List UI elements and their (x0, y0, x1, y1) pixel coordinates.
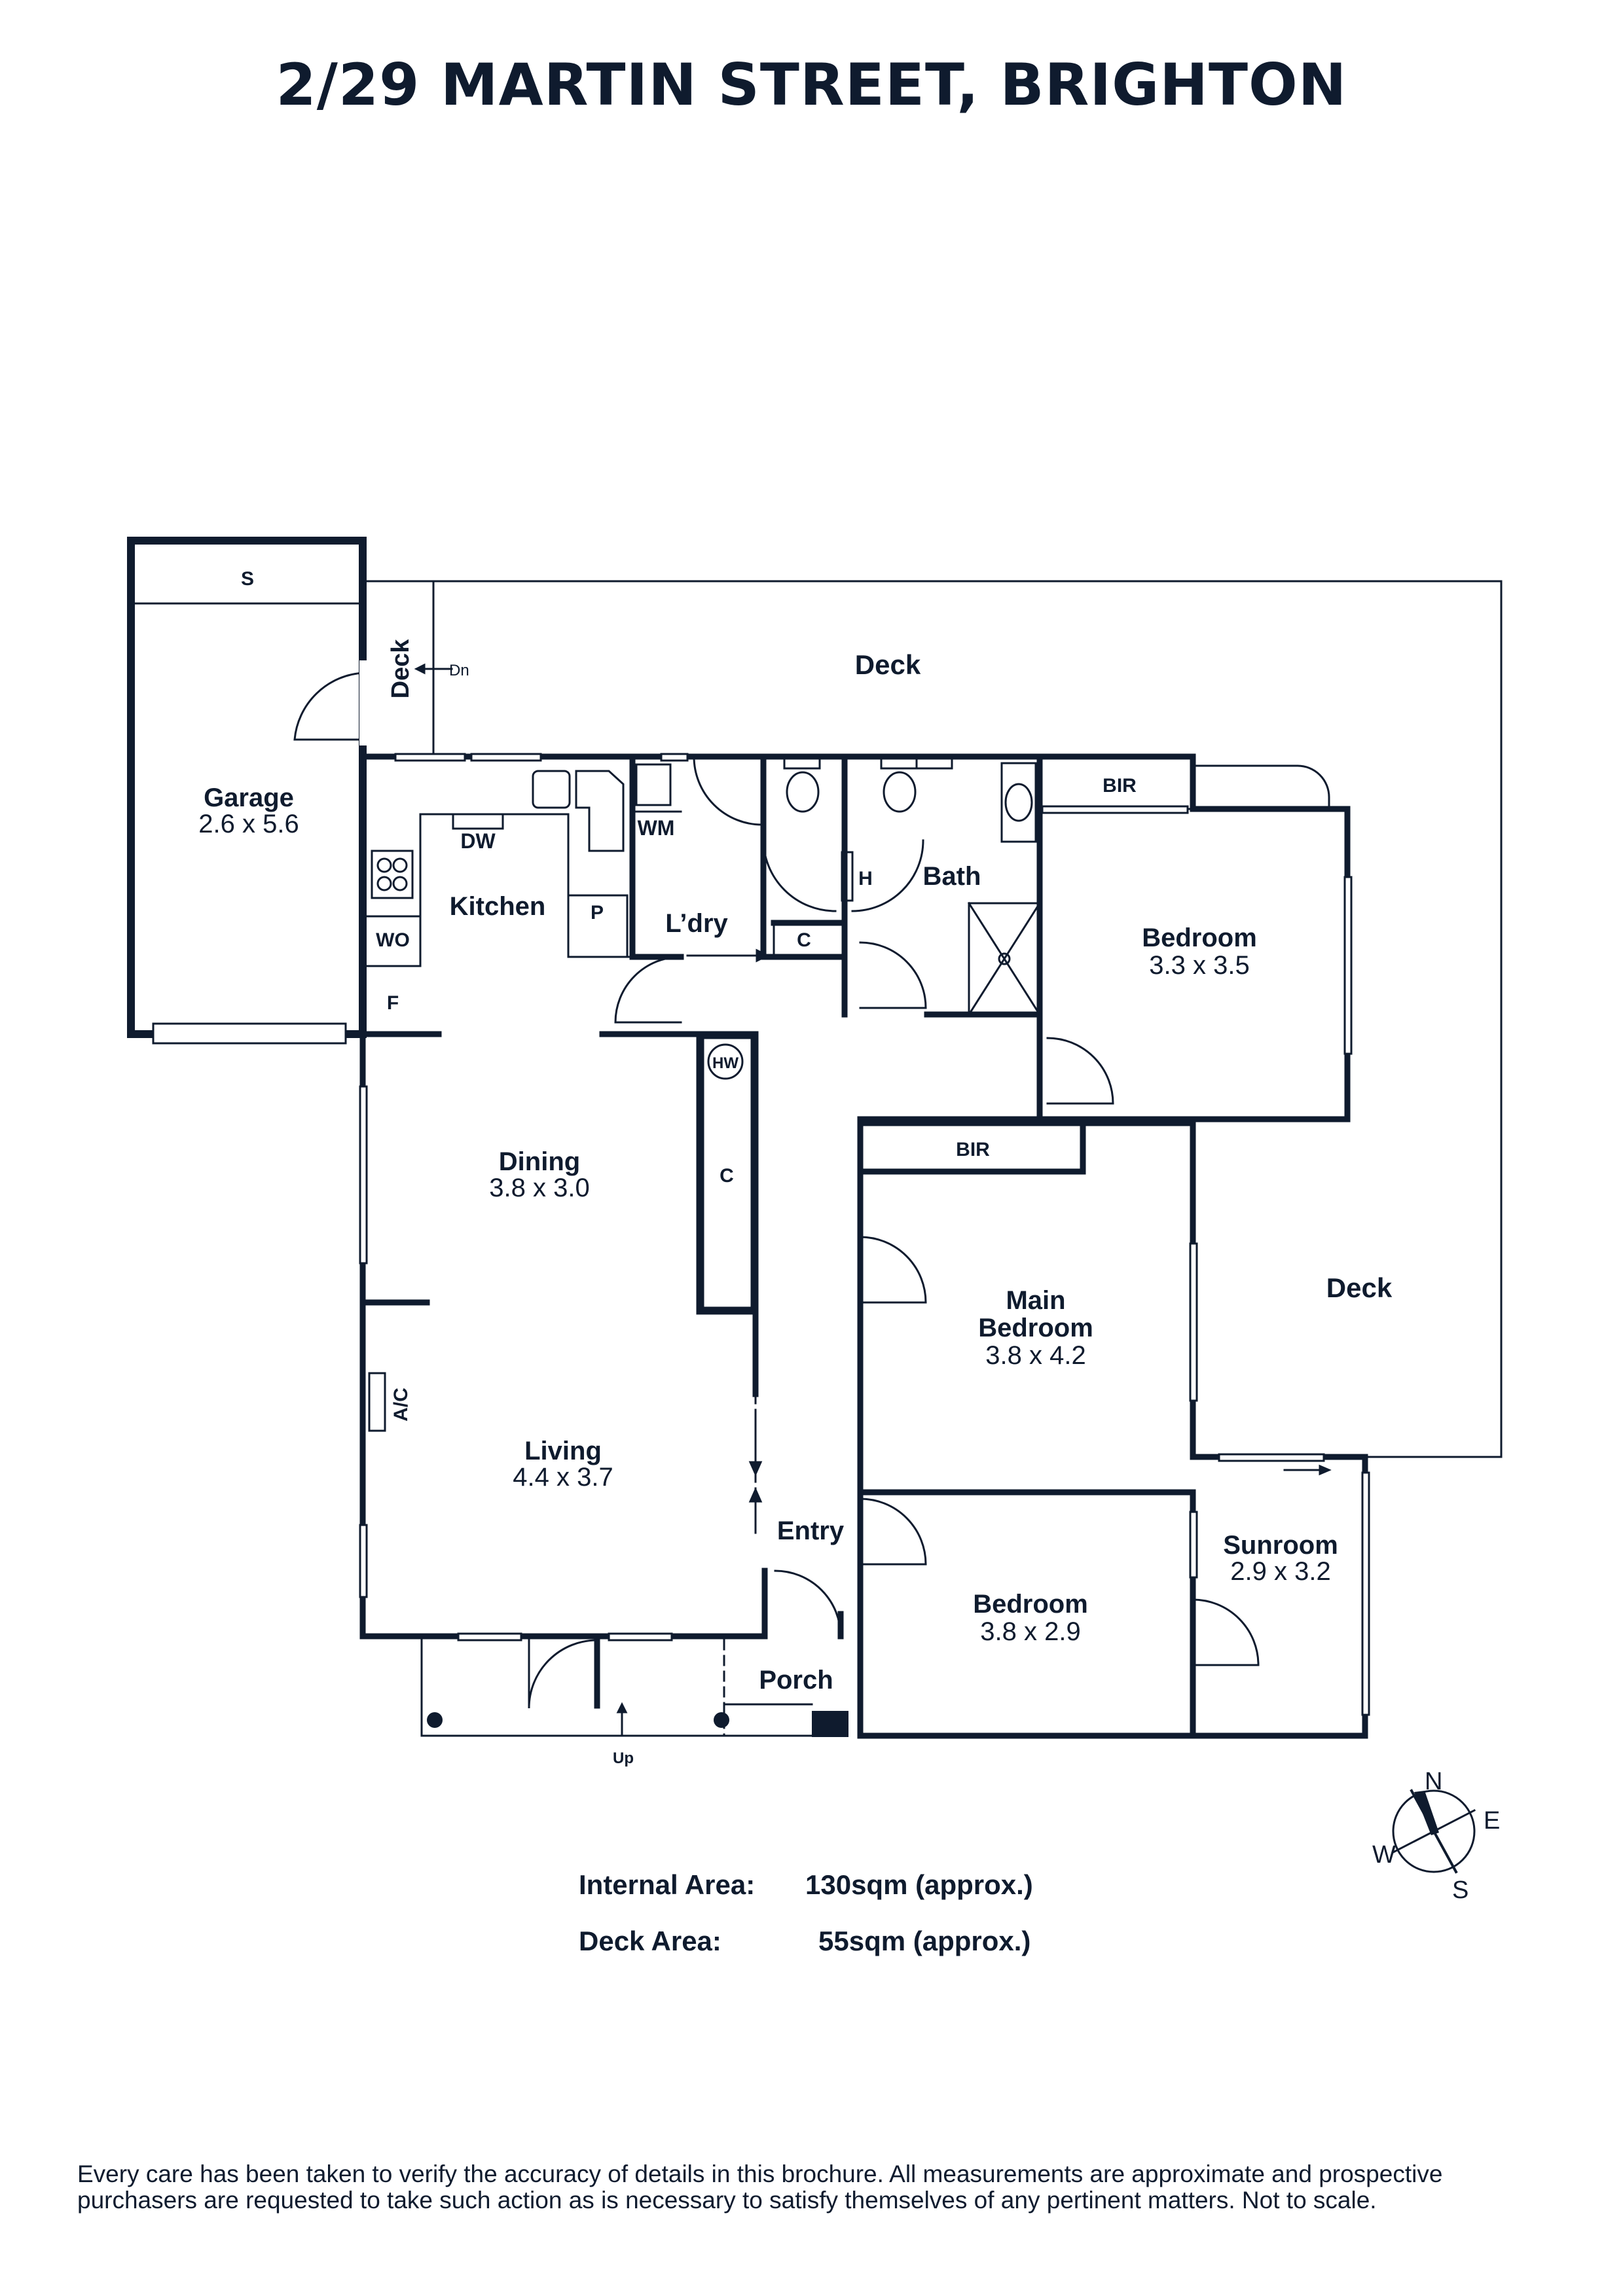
bedroom1-label: Bedroom (1142, 924, 1257, 952)
hot-water-label: HW (712, 1054, 739, 1072)
bath-fittings (773, 755, 1042, 1016)
down-label: Dn (449, 662, 469, 679)
compass-w: W (1372, 1841, 1396, 1869)
garage-dims: 2.6 x 5.6 (198, 810, 299, 838)
aircon-label: A/C (390, 1388, 412, 1422)
deck-right-label: Deck (1326, 1272, 1393, 1303)
bedroom2-dims: 3.8 x 2.9 (980, 1617, 1080, 1646)
dining-dims: 3.8 x 3.0 (489, 1174, 589, 1202)
porch-label: Porch (759, 1666, 833, 1695)
porch-column-left (427, 1712, 443, 1728)
garage-door-swing (293, 672, 365, 741)
kitchen-label: Kitchen (450, 892, 546, 921)
bay-window (1192, 764, 1330, 810)
door-swings (528, 755, 1260, 1709)
bir-main-label: BIR (956, 1139, 990, 1160)
dining-label: Dining (499, 1147, 580, 1176)
sunroom-label: Sunroom (1223, 1531, 1338, 1560)
sunroom-dims: 2.9 x 3.2 (1230, 1557, 1330, 1586)
main-bedroom-dims: 3.8 x 4.2 (985, 1341, 1085, 1370)
washing-machine-label: WM (638, 816, 675, 840)
garage-storage-label: S (241, 568, 254, 590)
wall-oven-label: WO (376, 929, 410, 951)
entry-label: Entry (777, 1516, 845, 1545)
garage-label: Garage (204, 783, 294, 812)
living-label: Living (524, 1437, 602, 1465)
pantry-label: P (591, 902, 604, 924)
hall-cupboard-label: C (720, 1165, 734, 1187)
internal-area-value: 130sqm (approx.) (805, 1869, 1033, 1900)
bedroom2-label: Bedroom (973, 1590, 1088, 1619)
compass-n: N (1425, 1768, 1442, 1795)
bath-label: Bath (923, 862, 981, 891)
deck-area-label: Deck Area: (579, 1926, 721, 1956)
deck-area-value: 55sqm (approx.) (818, 1926, 1031, 1956)
small-deck-label: Deck (387, 639, 414, 699)
compass-e: E (1484, 1807, 1500, 1835)
laundry-label: L’dry (665, 909, 728, 938)
laundry-cupboard-label: C (797, 929, 811, 951)
direction-arrows (368, 663, 1332, 1737)
porch-outline (420, 1393, 813, 1737)
living-dims: 4.4 x 3.7 (513, 1463, 613, 1492)
page-title: 2/29 MARTIN STREET, BRIGHTON (276, 51, 1347, 118)
main-bedroom-label-line1: Main (1006, 1286, 1065, 1315)
up-label: Up (613, 1749, 634, 1767)
kitchen-bench (361, 763, 682, 967)
heater-label: H (858, 868, 873, 889)
deck-top-label: Deck (855, 649, 921, 680)
porch-post (812, 1711, 848, 1737)
bir-top-label: BIR (1103, 775, 1137, 797)
internal-area-label: Internal Area: (579, 1869, 756, 1900)
porch-column-right (714, 1712, 729, 1728)
bedroom1-dims: 3.3 x 3.5 (1149, 951, 1249, 980)
fridge-label: F (387, 992, 399, 1014)
disclaimer: Every care has been taken to verify the … (77, 2161, 1443, 2214)
compass-s: S (1452, 1876, 1468, 1904)
main-bedroom-label-line2: Bedroom (978, 1314, 1093, 1342)
compass-icon (1391, 1789, 1476, 1874)
windows (359, 753, 1370, 1716)
deck-outline (363, 580, 1503, 1458)
dishwasher-label: DW (460, 829, 496, 853)
